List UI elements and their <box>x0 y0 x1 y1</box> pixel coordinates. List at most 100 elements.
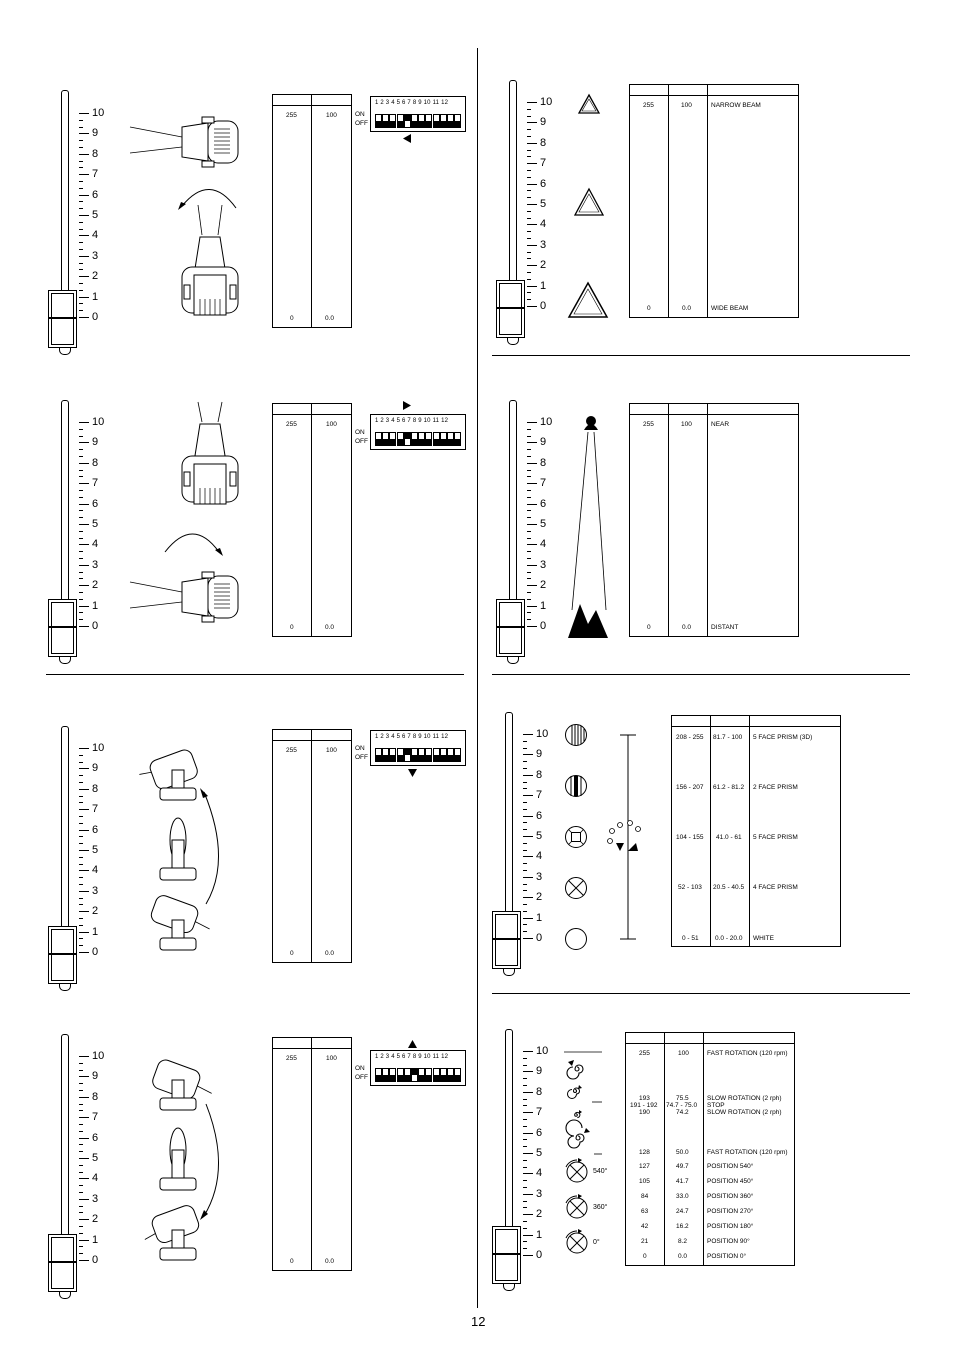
dip-switch-5[interactable] <box>403 114 411 128</box>
dip-switch-6[interactable] <box>411 1068 418 1082</box>
dip-switch-12[interactable] <box>454 748 462 762</box>
dip-switch-3[interactable] <box>389 432 397 446</box>
scale-label: 1 <box>540 599 547 612</box>
dip-switch-4[interactable] <box>396 432 404 446</box>
fader-knob[interactable] <box>496 599 525 657</box>
dip-switch-10[interactable] <box>439 748 447 762</box>
table-cell: 20.5 - 40.5 <box>713 884 745 891</box>
table-cell: 0.0 <box>682 305 692 312</box>
dip-switch-5[interactable] <box>403 1068 411 1082</box>
dip-switch-3[interactable] <box>389 1068 397 1082</box>
dip-switch-1[interactable] <box>375 748 382 762</box>
table-cell: NARROW BEAM <box>711 102 761 109</box>
scale-tick <box>79 255 89 257</box>
dip-switch-9[interactable] <box>432 748 440 762</box>
scale-minor-tick <box>79 754 83 756</box>
dip-switch-6[interactable] <box>411 114 418 128</box>
fader-knob[interactable] <box>48 599 77 657</box>
scale-minor-tick <box>527 592 531 593</box>
dip-switch-12[interactable] <box>454 432 462 446</box>
divider-right-2 <box>492 674 910 675</box>
dip-switch-7[interactable] <box>418 748 426 762</box>
dip-switch-8[interactable] <box>425 432 433 446</box>
scale-tick <box>79 1076 89 1078</box>
dip-switch-4[interactable] <box>396 114 404 128</box>
table-cell: 255 <box>286 112 297 119</box>
scale-tick <box>523 734 533 735</box>
table-cell: STOP <box>707 1102 725 1109</box>
scale-minor-tick <box>79 1124 83 1125</box>
dip-switch-1[interactable] <box>375 432 382 446</box>
dip-switch-9[interactable] <box>432 1068 440 1082</box>
dip-switch-2[interactable] <box>382 748 390 762</box>
scale-minor-tick <box>79 476 83 478</box>
dip-switch-8[interactable] <box>425 748 433 762</box>
scale-minor-tick <box>79 160 83 162</box>
dip-switch-7[interactable] <box>418 432 426 446</box>
dip-switch-4[interactable] <box>396 1068 404 1082</box>
fader-knob[interactable] <box>496 280 525 338</box>
scale-minor-tick <box>79 795 83 797</box>
scale-tick <box>527 183 537 185</box>
dip-switch-12[interactable] <box>454 114 462 128</box>
dip-switch-9[interactable] <box>432 114 440 128</box>
dip-switch-8[interactable] <box>425 1068 433 1082</box>
dip-switch-2[interactable] <box>382 114 390 128</box>
scale-minor-tick <box>79 904 83 906</box>
dip-switch-7[interactable] <box>418 114 426 128</box>
table-cell: 0.0 - 20.0 <box>715 935 743 942</box>
scale-label: 0 <box>92 311 99 323</box>
dip-switch-8[interactable] <box>425 114 433 128</box>
dip-switch-5[interactable] <box>403 748 411 762</box>
dip-switch-11[interactable] <box>447 114 454 128</box>
dip-switch-2[interactable] <box>382 1068 390 1082</box>
scale-label: 0 <box>92 946 99 958</box>
dip-switch-11[interactable] <box>447 1068 454 1082</box>
dip-switch-1[interactable] <box>375 114 382 128</box>
scale-tick <box>523 856 533 858</box>
scale-label: 9 <box>92 762 99 775</box>
dip-switch-7[interactable] <box>418 1068 426 1082</box>
dip-switch-12[interactable] <box>454 1068 462 1082</box>
table-cell: POSITION 540° <box>707 1163 754 1170</box>
scale-minor-tick <box>527 598 531 600</box>
open-white-circle-icon <box>565 928 587 950</box>
fader-knob[interactable] <box>48 926 77 984</box>
table-cell: 105 <box>639 1178 650 1185</box>
scale-minor-tick <box>79 612 83 614</box>
dip-switch-3[interactable] <box>389 748 397 762</box>
scale-tick <box>523 876 533 878</box>
dip-switch-2[interactable] <box>382 432 390 446</box>
table-cell: 74.7 - 75.0 <box>666 1102 698 1109</box>
fader-knob[interactable] <box>492 911 521 969</box>
dip-switch-pan-left[interactable]: 1 2 3 4 5 6 7 8 9 10 11 12 <box>370 96 466 132</box>
dip-switch-9[interactable] <box>432 432 440 446</box>
table-cell: 33.0 <box>676 1193 689 1200</box>
fader-knob[interactable] <box>48 290 77 348</box>
dip-switch-11[interactable] <box>447 432 454 446</box>
table-cell: 0.0 <box>325 1258 335 1265</box>
dip-switch-10[interactable] <box>439 114 447 128</box>
dip-switch-3[interactable] <box>389 114 397 128</box>
moving-head-front-icon <box>181 204 239 316</box>
dip-switch-4[interactable] <box>396 748 404 762</box>
fader-knob[interactable] <box>492 1226 521 1284</box>
dip-switch-10[interactable] <box>439 1068 447 1082</box>
dip-switch-tilt-down[interactable]: 1 2 3 4 5 6 7 8 9 10 11 12 <box>370 1050 466 1086</box>
dip-switch-1[interactable] <box>375 1068 382 1082</box>
dip-switch-11[interactable] <box>447 748 454 762</box>
scale-label: 5 <box>92 518 99 530</box>
dip-switch-6[interactable] <box>411 432 418 446</box>
dip-switch-5[interactable] <box>403 432 411 446</box>
scale-label: 8 <box>92 782 99 795</box>
dip-switch-pan-right[interactable]: 1 2 3 4 5 6 7 8 9 10 11 12 <box>370 414 466 450</box>
dip-switch-10[interactable] <box>439 432 447 446</box>
dip-switch-6[interactable] <box>411 748 418 762</box>
scale-minor-tick <box>523 740 527 742</box>
dip-switch-tilt-up[interactable]: 1 2 3 4 5 6 7 8 9 10 11 12 <box>370 730 466 766</box>
scale-tick <box>79 235 89 237</box>
scale-tick <box>79 317 89 318</box>
fader-knob[interactable] <box>48 1234 77 1292</box>
